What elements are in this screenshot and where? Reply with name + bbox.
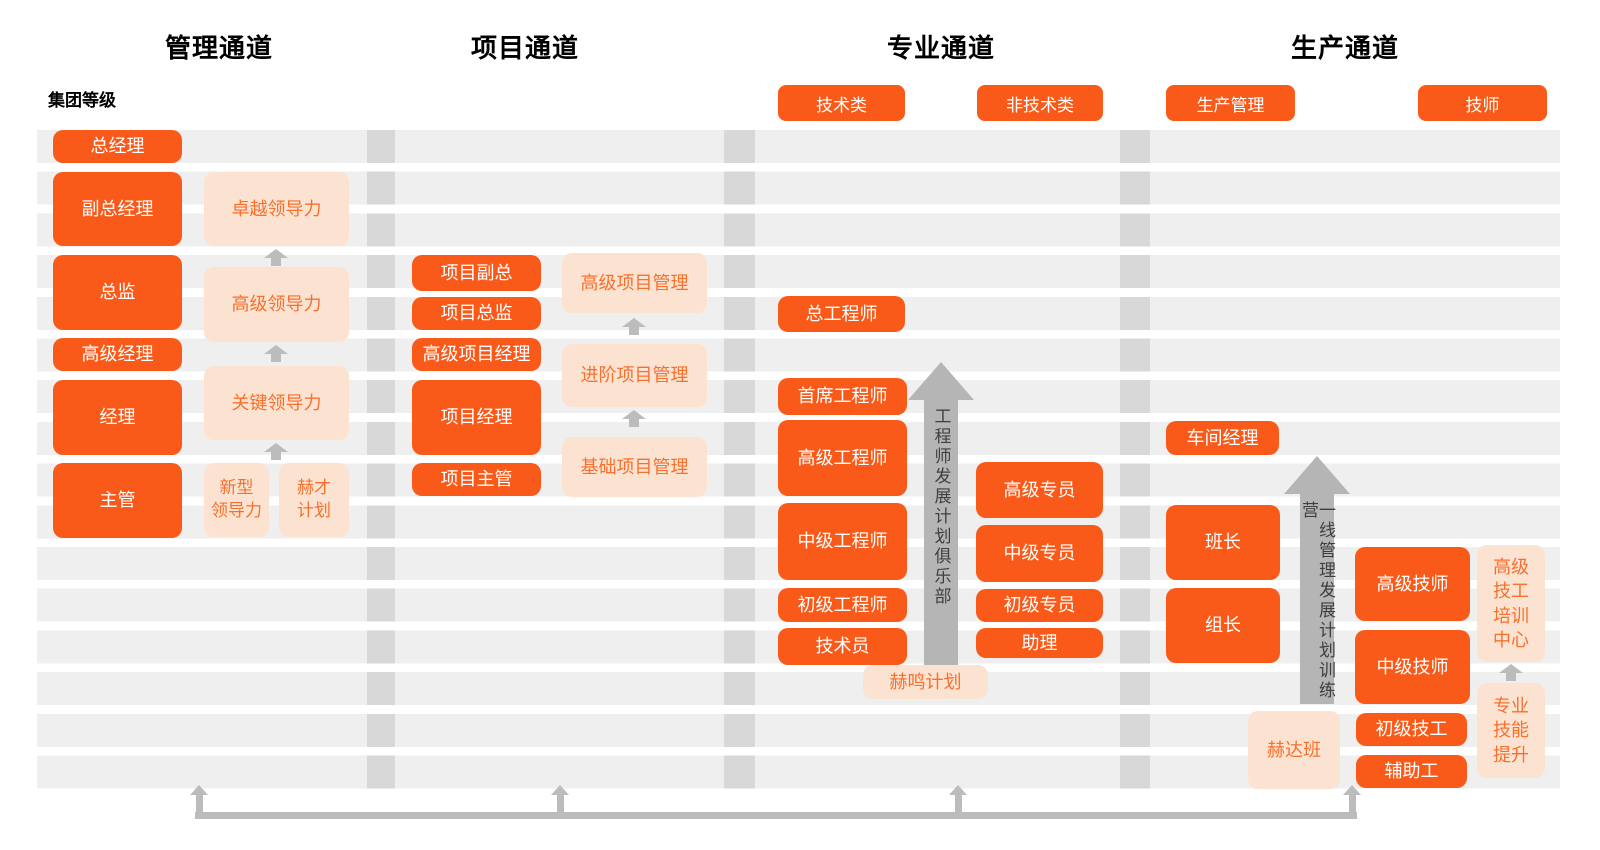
role-senior-specialist: 高级专员 xyxy=(976,462,1103,518)
up-arrow-icon xyxy=(622,410,646,427)
role-technician-staff: 技术员 xyxy=(778,628,907,665)
pill-technical: 技术类 xyxy=(778,85,905,121)
role-project-manager: 项目经理 xyxy=(412,380,541,455)
pill-technician: 技师 xyxy=(1418,85,1547,121)
up-arrow-icon xyxy=(1499,664,1523,681)
role-junior-skilled-worker: 初级技工 xyxy=(1356,713,1467,746)
arrow-head-icon xyxy=(1284,456,1350,494)
role-deputy-general-manager: 副总经理 xyxy=(53,172,182,246)
up-arrow-icon xyxy=(264,443,288,460)
pill-non-technical: 非技术类 xyxy=(977,85,1103,121)
role-junior-engineer: 初级工程师 xyxy=(778,588,907,622)
program-heming-plan: 赫鸣计划 xyxy=(863,665,988,699)
role-junior-specialist: 初级专员 xyxy=(976,589,1103,622)
program-excellent-leadership: 卓越领导力 xyxy=(204,172,349,246)
role-project-director: 项目总监 xyxy=(412,297,541,330)
pill-production-management: 生产管理 xyxy=(1166,85,1295,121)
role-chief-engineer-total: 总工程师 xyxy=(778,296,905,332)
role-supervisor: 主管 xyxy=(53,463,182,538)
role-project-vp: 项目副总 xyxy=(412,255,541,291)
role-senior-project-manager: 高级项目经理 xyxy=(412,338,541,371)
program-intermediate-pm: 进阶项目管理 xyxy=(562,344,707,407)
role-assistant: 助理 xyxy=(976,628,1103,658)
role-auxiliary-worker: 辅助工 xyxy=(1356,755,1467,788)
group-level-label: 集团等级 xyxy=(48,91,116,110)
role-senior-manager: 高级经理 xyxy=(53,338,182,371)
role-senior-technician: 高级技师 xyxy=(1355,547,1470,621)
connector-up-arrow-icon xyxy=(551,785,569,812)
program-new-leadership: 新型 领导力 xyxy=(204,463,269,537)
arrow-head-icon xyxy=(908,362,974,400)
bottom-connector-line xyxy=(195,812,1357,819)
up-arrow-icon xyxy=(622,318,646,335)
program-basic-pm: 基础项目管理 xyxy=(562,437,707,497)
role-manager: 经理 xyxy=(53,380,182,455)
role-chief-engineer: 首席工程师 xyxy=(778,378,907,415)
frontline-camp-arrow: 一线管理发展计划训练营 xyxy=(1284,456,1350,704)
header-project-channel: 项目通道 xyxy=(470,33,579,63)
header-professional-channel: 专业通道 xyxy=(886,33,995,63)
role-intermediate-specialist: 中级专员 xyxy=(976,525,1103,582)
channel-separator xyxy=(367,130,395,789)
role-general-manager: 总经理 xyxy=(53,130,182,163)
frontline-camp-arrow-label: 一线管理发展计划训练营 xyxy=(1299,501,1335,701)
up-arrow-icon xyxy=(264,345,288,362)
connector-up-arrow-icon xyxy=(949,785,967,812)
connector-up-arrow-icon xyxy=(190,785,208,812)
role-workshop-manager: 车间经理 xyxy=(1166,421,1279,455)
program-key-leadership: 关键领导力 xyxy=(204,366,349,440)
role-senior-engineer: 高级工程师 xyxy=(778,420,907,496)
role-project-supervisor: 项目主管 xyxy=(412,463,541,496)
role-director: 总监 xyxy=(53,255,182,330)
role-intermediate-engineer: 中级工程师 xyxy=(778,503,907,580)
role-intermediate-technician: 中级技师 xyxy=(1355,630,1470,704)
program-heda-class: 赫达班 xyxy=(1248,711,1340,789)
role-group-leader: 组长 xyxy=(1166,588,1280,663)
channel-separator xyxy=(1120,130,1150,789)
up-arrow-icon xyxy=(264,249,288,266)
connector-up-arrow-icon xyxy=(1343,785,1361,812)
header-management-channel: 管理通道 xyxy=(164,33,273,63)
channel-separator xyxy=(724,130,755,789)
program-senior-leadership: 高级领导力 xyxy=(204,267,349,342)
program-hecai-plan: 赫才 计划 xyxy=(279,463,349,537)
engineer-club-arrow-label: 工程师发展计划俱乐部 xyxy=(931,407,951,607)
engineer-club-arrow: 工程师发展计划俱乐部 xyxy=(908,362,974,666)
header-production-channel: 生产通道 xyxy=(1290,33,1399,63)
program-professional-skill-upgrade: 专业 技能 提升 xyxy=(1477,683,1545,778)
role-squad-leader: 班长 xyxy=(1166,505,1280,580)
program-advanced-pm: 高级项目管理 xyxy=(562,253,707,313)
program-senior-worker-training-center: 高级 技工 培训 中心 xyxy=(1477,545,1545,662)
